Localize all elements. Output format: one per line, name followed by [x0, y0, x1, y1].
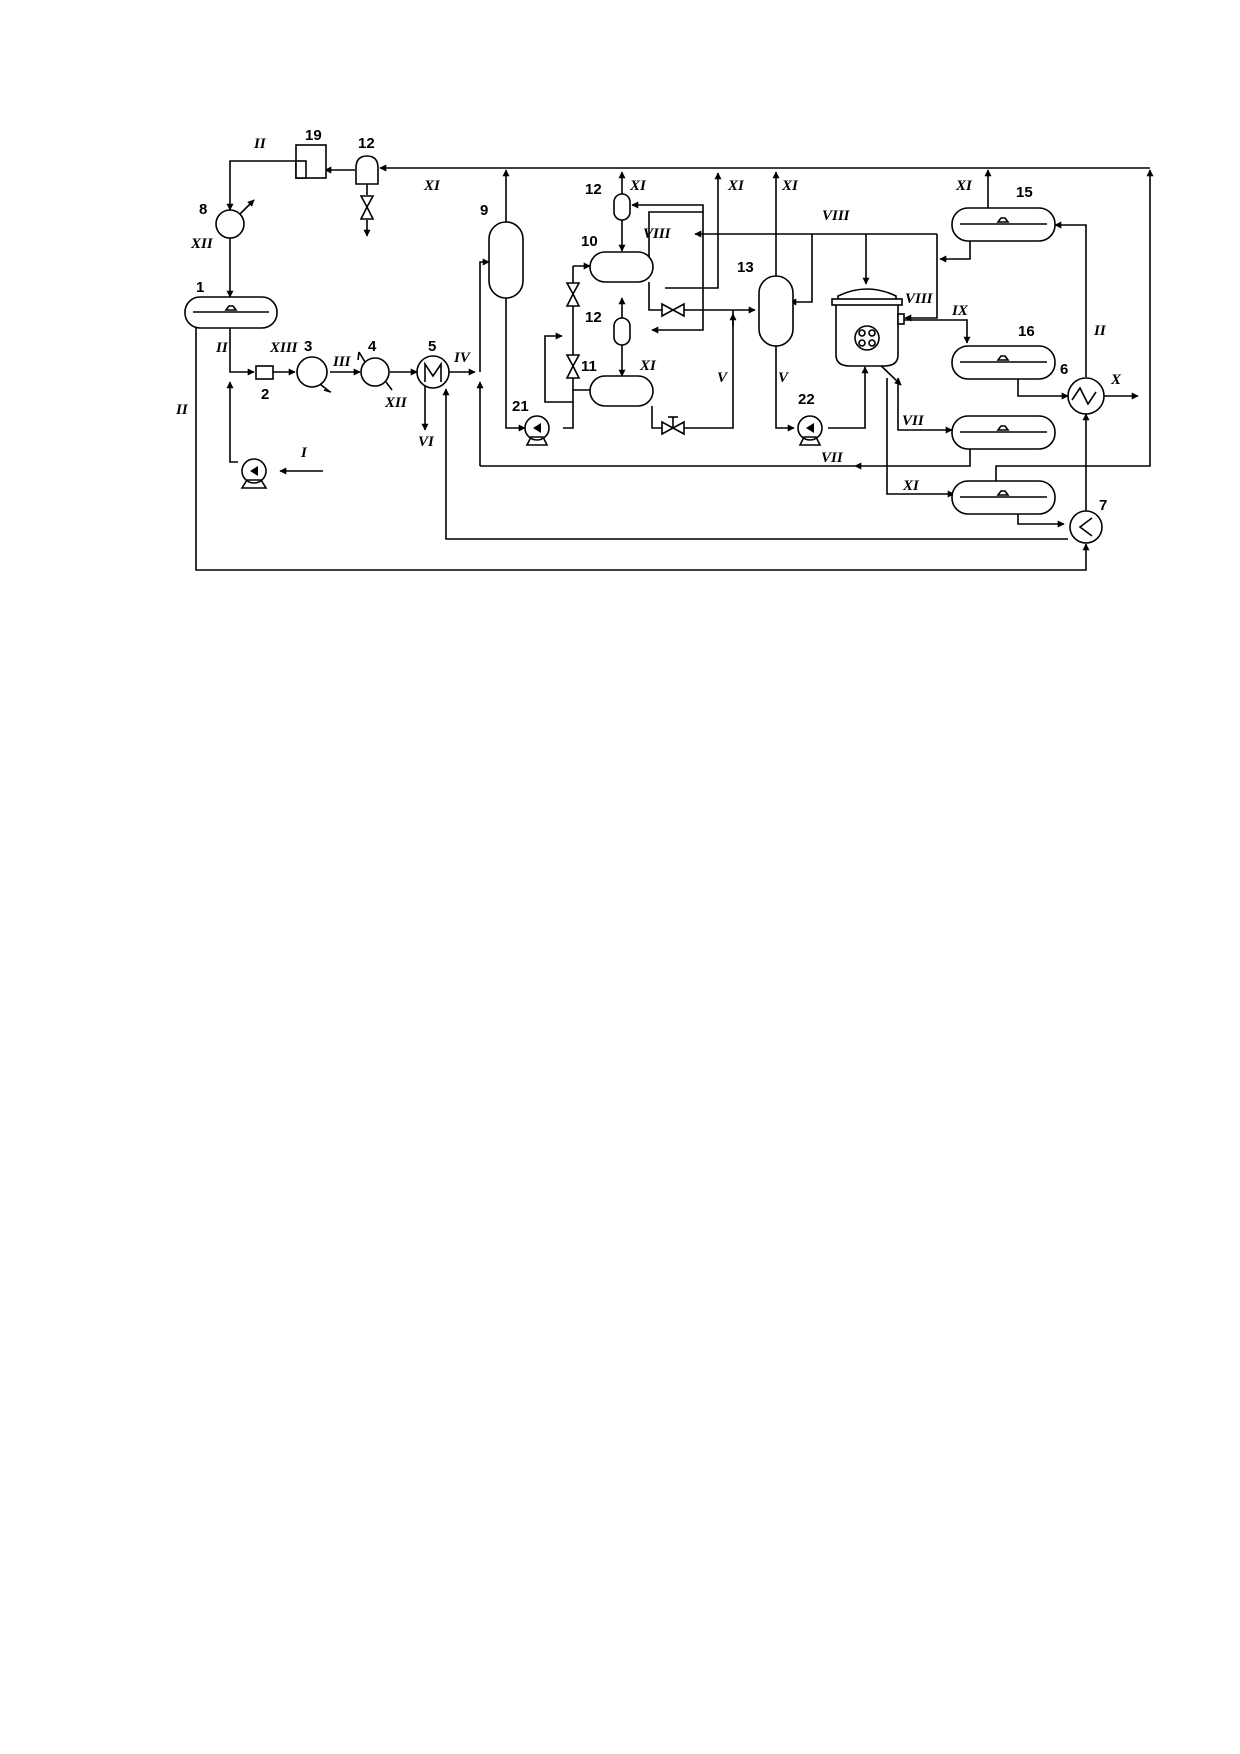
stream-II-top: II — [253, 136, 267, 152]
label-21: 21 — [512, 398, 529, 415]
stream-VIII-a: VIII — [643, 226, 672, 242]
pump-I — [240, 458, 268, 489]
label-7: 7 — [1099, 497, 1107, 514]
label-12-mid-low: 12 — [585, 309, 602, 326]
label-3: 3 — [304, 338, 312, 355]
stream-IX: IX — [951, 303, 969, 319]
valves-loop — [565, 282, 581, 379]
tank-15 — [951, 207, 1056, 242]
stream-VIII-c: VIII — [905, 291, 934, 307]
label-13: 13 — [737, 259, 754, 276]
label-4: 4 — [368, 338, 377, 355]
stream-III: III — [332, 354, 352, 370]
heat-exchanger-5 — [416, 355, 450, 389]
stream-XI-c2: XI — [781, 178, 799, 194]
stream-XI-12a: XI — [629, 178, 647, 194]
stream-II-left: II — [175, 402, 189, 418]
reactor — [831, 288, 905, 367]
vessel-11 — [589, 375, 654, 407]
tank-XI — [951, 480, 1056, 515]
heat-exchanger-6 — [1067, 377, 1105, 415]
label-19: 19 — [305, 127, 322, 144]
cooler-4 — [357, 351, 393, 391]
compressor-3 — [296, 356, 332, 393]
label-11: 11 — [581, 358, 597, 375]
stream-VI: VI — [418, 434, 435, 450]
label-12-mid-top: 12 — [585, 181, 602, 198]
stream-XI-15: XI — [955, 178, 973, 194]
valve-12-drain — [359, 195, 375, 220]
stream-XII-8: XII — [190, 236, 214, 252]
stream-XI-c1: XI — [727, 178, 745, 194]
label-1: 1 — [196, 279, 204, 296]
label-12-top: 12 — [358, 135, 375, 152]
filter-2 — [255, 365, 274, 380]
tank-16 — [951, 345, 1056, 380]
stream-II-right: II — [1093, 323, 1107, 339]
tank-VII — [951, 415, 1056, 450]
stream-XI-top: XI — [423, 178, 441, 194]
column-9 — [488, 221, 524, 299]
label-10: 10 — [581, 233, 598, 250]
vessel-10 — [589, 251, 654, 283]
label-8: 8 — [199, 201, 207, 218]
column-13 — [758, 275, 794, 347]
label-15: 15 — [1016, 184, 1033, 201]
label-2: 2 — [261, 386, 269, 403]
stream-XI-11: XI — [639, 358, 657, 374]
receiver-19 — [295, 144, 327, 179]
label-6: 6 — [1060, 361, 1068, 378]
stream-II-tank1: II — [215, 340, 229, 356]
stream-V-a: V — [717, 370, 729, 386]
pump-21 — [524, 415, 550, 446]
heat-exchanger-7 — [1069, 510, 1103, 544]
separator-12-top — [355, 155, 379, 185]
stream-VIII-b: VIII — [822, 208, 851, 224]
stream-VII-b: VII — [821, 450, 844, 466]
stream-XII-4: XII — [384, 395, 408, 411]
stream-X: X — [1110, 372, 1122, 388]
stream-V-b: V — [778, 370, 790, 386]
stream-XI-low: XI — [902, 478, 920, 494]
separator-12-mid-low — [613, 317, 631, 346]
stream-XIII: XIII — [269, 340, 299, 356]
stream-labels: I II II II II III IV V V VI VII VII VIII… — [175, 136, 1122, 494]
stream-IV: IV — [453, 350, 472, 366]
equipment-numbers: 1 2 3 4 5 6 7 8 9 10 11 12 12 12 13 15 1… — [196, 127, 1107, 514]
label-16: 16 — [1018, 323, 1035, 340]
cooler-8 — [215, 199, 255, 239]
stream-VII-a: VII — [902, 413, 925, 429]
pipelines — [195, 160, 1154, 571]
tank-1 — [184, 296, 278, 329]
valves-10-11 — [661, 302, 685, 436]
separator-12-mid-top — [613, 193, 631, 221]
label-5: 5 — [428, 338, 436, 355]
pump-22 — [797, 415, 823, 446]
label-22: 22 — [798, 391, 815, 408]
label-9: 9 — [480, 202, 488, 219]
stream-I: I — [300, 445, 308, 461]
